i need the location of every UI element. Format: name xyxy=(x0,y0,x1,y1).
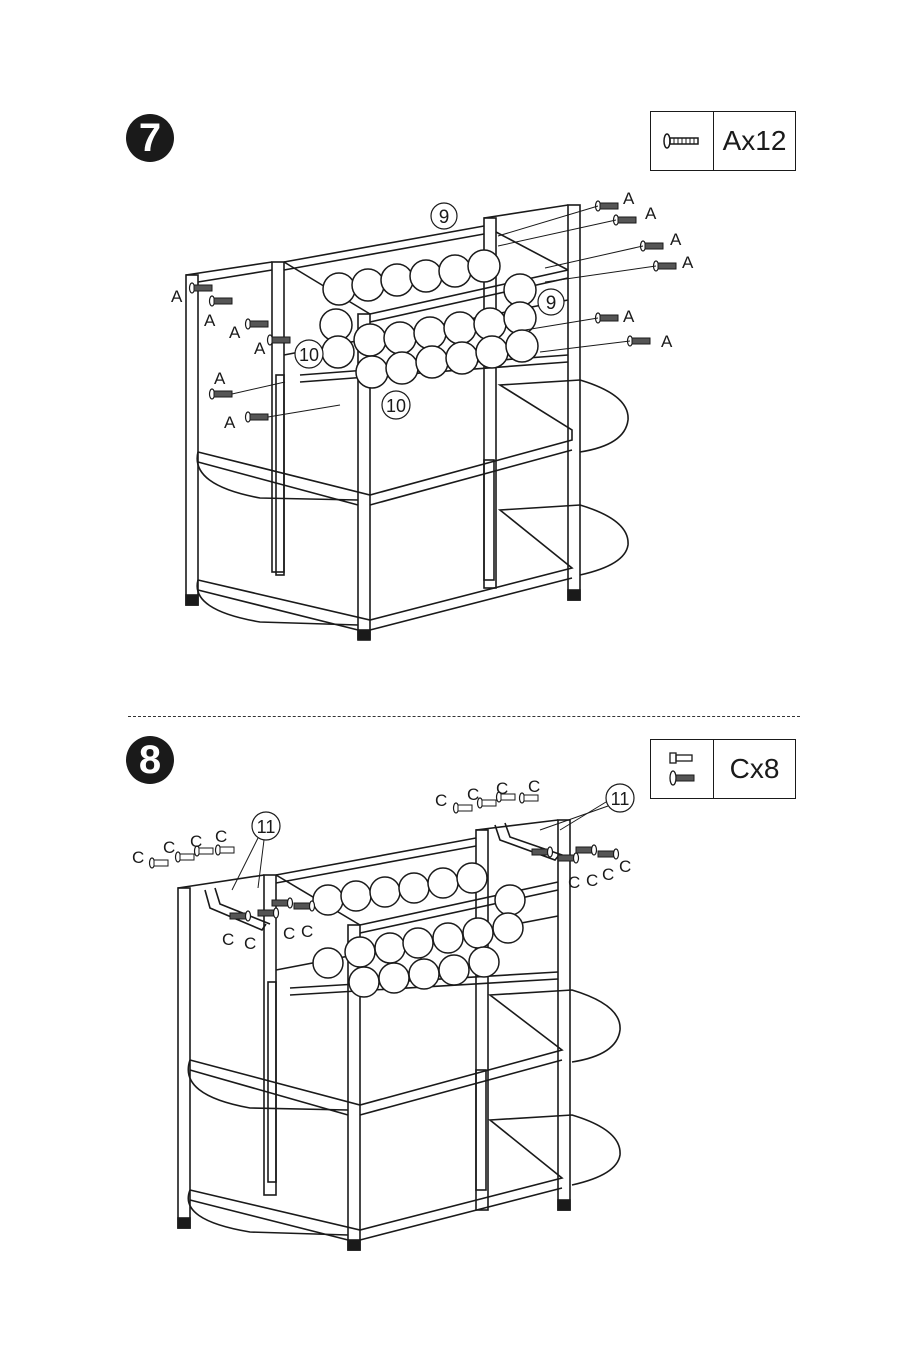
screw-label-a: A xyxy=(682,253,694,272)
screw-label-c: C xyxy=(467,785,479,804)
screw-label-c: C xyxy=(586,871,598,890)
screw-label-a: A xyxy=(623,307,635,326)
screw-label-c: C xyxy=(301,922,313,941)
screw-label-a: A xyxy=(645,204,657,223)
screw-label-c: C xyxy=(244,934,256,953)
callout-panel-9-front: 9 xyxy=(546,293,557,314)
screw-label-a: A xyxy=(224,413,236,432)
screw-label-a: A xyxy=(254,339,266,358)
screw-label-a: A xyxy=(670,230,682,249)
callout-hook-11-left: 11 xyxy=(257,817,276,837)
screw-label-a: A xyxy=(661,332,673,351)
callout-panel-9: 9 xyxy=(439,207,450,228)
screw-label-c: C xyxy=(163,838,175,857)
screw-label-c: C xyxy=(222,930,234,949)
screw-c-labels: C C C C C C C C C C C C C C C C xyxy=(132,777,631,953)
screw-label-a: A xyxy=(204,311,216,330)
step-7-assembly-drawing: A A A A A A A A A A A A 9 9 10 10 xyxy=(0,0,914,700)
screw-label-c: C xyxy=(528,777,540,796)
callout-rail-10: 10 xyxy=(299,345,319,365)
screw-label-c: C xyxy=(190,832,202,851)
screw-label-c: C xyxy=(132,848,144,867)
screw-label-c: C xyxy=(619,857,631,876)
screw-label-c: C xyxy=(435,791,447,810)
screw-label-a: A xyxy=(171,287,183,306)
screw-label-a: A xyxy=(229,323,241,342)
step-divider xyxy=(128,716,800,717)
screw-label-a: A xyxy=(623,189,635,208)
screw-label-c: C xyxy=(602,865,614,884)
screw-label-c: C xyxy=(283,924,295,943)
callout-hook-11-right: 11 xyxy=(611,789,630,809)
step-8-assembly-drawing: C C C C C C C C C C C C C C C C 11 11 xyxy=(0,720,914,1320)
screw-label-c: C xyxy=(496,779,508,798)
screw-label-c: C xyxy=(568,873,580,892)
screw-label-c: C xyxy=(215,827,227,846)
screw-label-a: A xyxy=(214,369,226,388)
callout-rail-10-bottom: 10 xyxy=(386,396,406,416)
